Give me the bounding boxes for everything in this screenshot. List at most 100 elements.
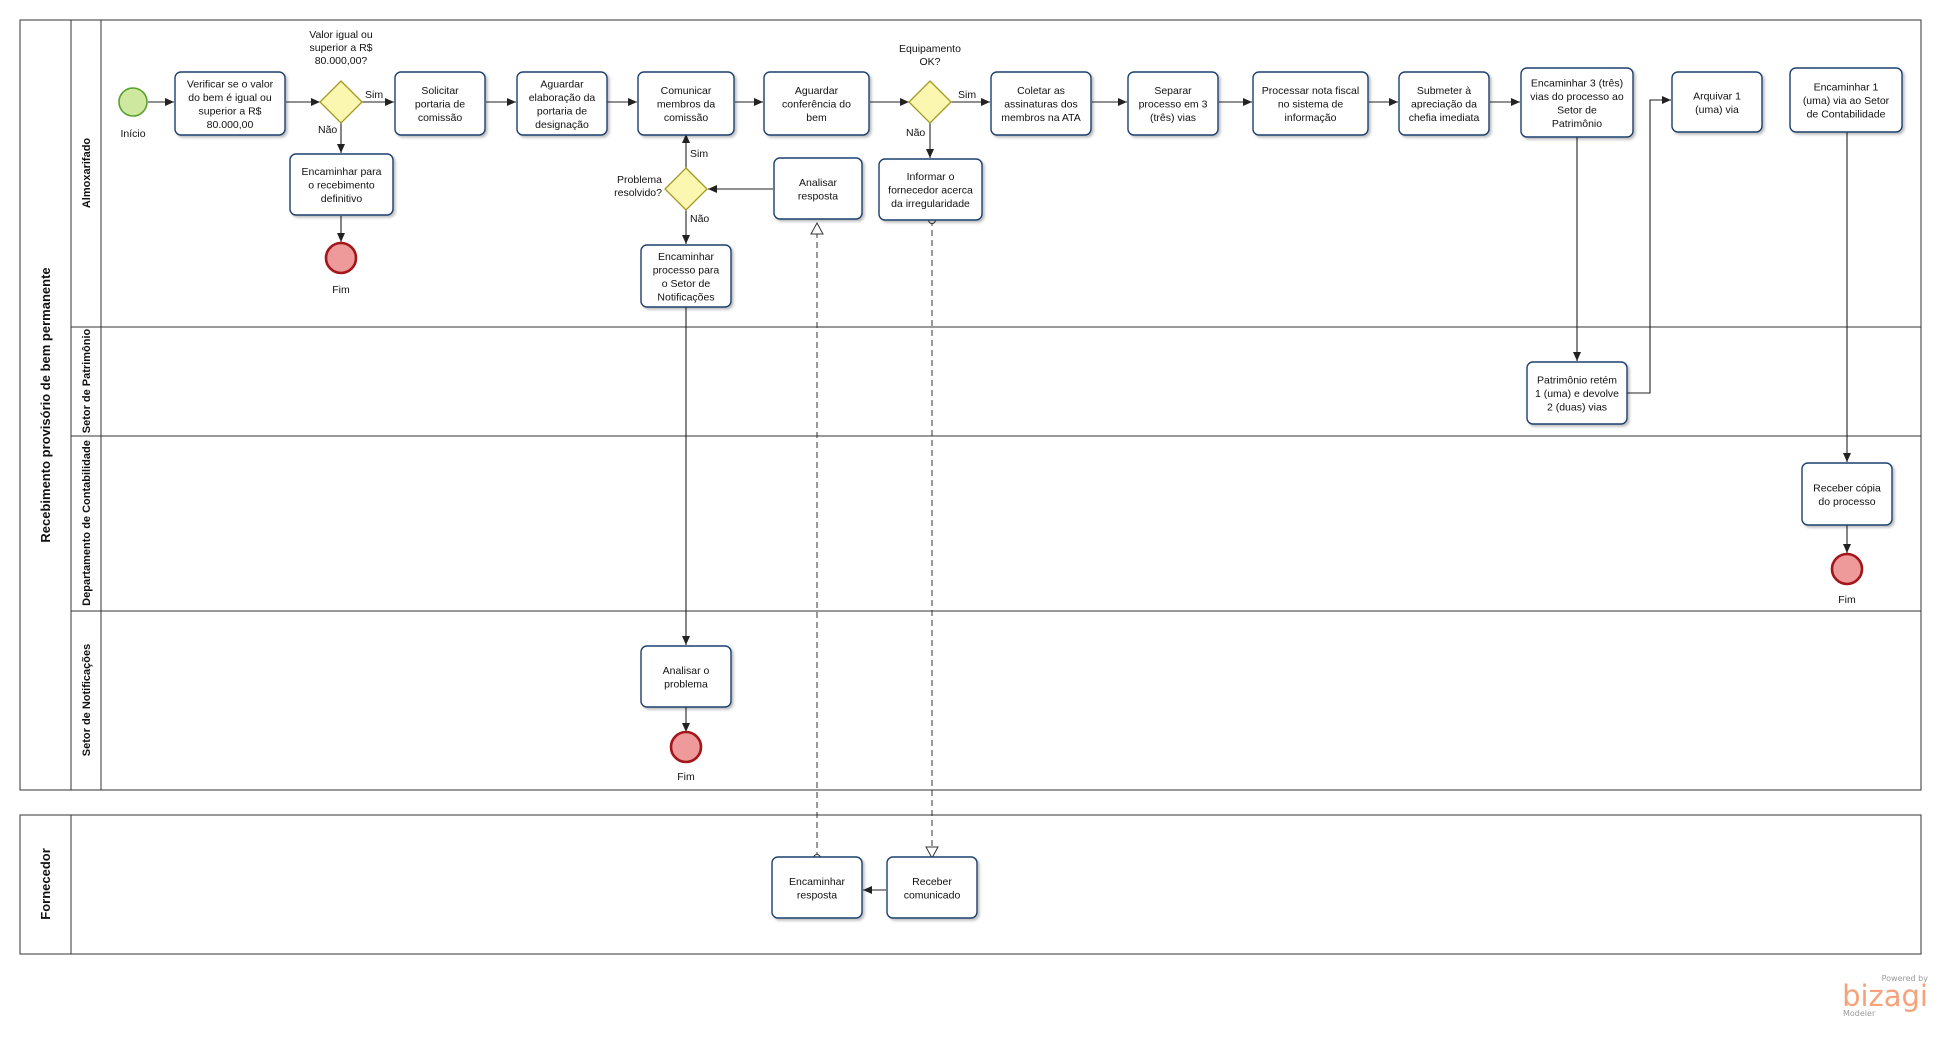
task-t19-label-1: Analisar o [663,665,710,677]
end-event-1[interactable]: Fim [324,241,358,296]
task-t19-label-2: problema [664,678,708,690]
lane-almoxarifado-title: Almoxarifado [81,138,93,209]
gateway-g2-label-1: Equipamento [899,43,961,55]
task-t15-label-2: fornecedor acerca [888,185,973,197]
task-t16-label-3: o Setor de [662,278,711,290]
task-t1-box[interactable] [174,71,286,136]
g2-no-label: Não [906,127,925,139]
task-t11-box[interactable] [1671,71,1763,133]
task-t10-label-2: vias do processo ao [1530,91,1624,103]
task-t10-box[interactable] [1520,67,1634,138]
task-t9-label-1: Submeter à [1417,85,1471,97]
task-t9-label-3: chefia imediata [1409,112,1480,124]
task-t4-box[interactable] [637,71,735,136]
task-t9-box[interactable] [1398,71,1490,136]
task-t2-label-3: comissão [418,112,463,124]
task-t6-label-1: Coletar as [1017,85,1065,97]
task-t5-box[interactable] [763,71,870,136]
end-event-2[interactable]: Fim [1830,552,1864,606]
task-t21-box[interactable] [886,856,978,919]
sequence-flows [148,96,1851,894]
pool-supplier-title: Fornecedor [38,848,53,920]
end-event-3[interactable]: Fim [669,730,703,783]
task-t15-label-3: da irregularidade [891,198,970,210]
task-t17-box[interactable] [1526,361,1628,425]
task-t10-label-4: Patrimônio [1552,118,1602,130]
task-t16-box[interactable] [640,244,732,308]
task-t8-box[interactable] [1252,71,1369,136]
task-t11[interactable]: Arquivar 1(uma) via [1671,71,1763,133]
gateway-g2-label-2: OK? [919,56,940,68]
task-t6-label-2: assinaturas dos [1004,99,1078,111]
start-event[interactable]: Início [118,87,148,140]
task-t10[interactable]: Encaminhar 3 (três)vias do processo aoSe… [1520,67,1634,138]
task-t3-label-1: Aguardar [540,78,584,90]
task-t21-label-1: Receber [912,876,952,888]
task-t2-label-1: Solicitar [421,85,459,97]
task-t5-label-2: conferência do [782,99,851,111]
task-t18-label-2: do processo [1818,496,1875,508]
task-t4-label-3: comissão [664,112,709,124]
gateway-g1[interactable]: Valor igual ou superior a R$ 80.000,00? [309,29,373,124]
task-t9-label-2: apreciação da [1411,99,1477,111]
task-t19-box[interactable] [640,645,732,708]
task-t6-label-3: membros na ATA [1001,112,1081,124]
pool-main-title: Recebimento provisório de bem permanente [38,267,53,542]
lane-notificacoes-title: Setor de Notificações [81,644,93,756]
task-t7-box[interactable] [1127,71,1219,136]
task-t17-label-1: Patrimônio retém [1537,375,1617,387]
g3-yes-label: Sim [690,148,708,160]
task-t3-label-4: designação [535,119,589,131]
task-t2-box[interactable] [394,71,486,136]
task-t8-label-1: Processar nota fiscal [1262,85,1359,97]
task-t15-label-1: Informar o [907,171,955,183]
task-t18-box[interactable] [1801,462,1893,526]
gateway-g2[interactable]: Equipamento OK? [899,43,961,124]
end-event-1-label: Fim [332,284,350,296]
task-t7-label-2: processo em 3 [1139,99,1208,111]
task-t14-box[interactable] [773,157,863,220]
task-t8-label-2: no sistema de [1278,99,1344,111]
task-t12-box[interactable] [1789,67,1903,133]
task-t2-label-2: portaria de [415,99,465,111]
task-t16-label-2: processo para [653,264,720,276]
task-t4-label-2: membros da [657,99,716,111]
gateway-g1-label-2: superior a R$ [309,42,372,54]
g1-yes-label: Sim [365,89,383,101]
task-t13-box[interactable] [289,153,394,216]
task-t3-box[interactable] [516,71,608,136]
task-t15-box[interactable] [878,158,983,221]
gateway-g3[interactable]: Problema resolvido? [614,167,708,211]
task-t8[interactable]: Processar nota fiscal no sistema deinform… [1252,71,1369,136]
task-t8-label-3: informação [1285,112,1337,124]
task-t6-box[interactable] [990,71,1092,136]
start-event-label: Início [120,128,145,140]
task-t4-label-1: Comunicar [661,85,712,97]
task-t20-label-1: Encaminhar [789,876,846,888]
g3-no-label: Não [690,213,709,225]
gateway-g1-label-3: 80.000,00? [315,55,368,67]
task-t20-box[interactable] [771,856,863,919]
task-t1-label-1: Verificar se o valor [187,78,274,90]
task-t1-label-3: superior a R$ [198,105,261,117]
task-t10-label-3: Setor de [1557,104,1597,116]
task-t13-label-2: o recebimento [308,180,375,192]
